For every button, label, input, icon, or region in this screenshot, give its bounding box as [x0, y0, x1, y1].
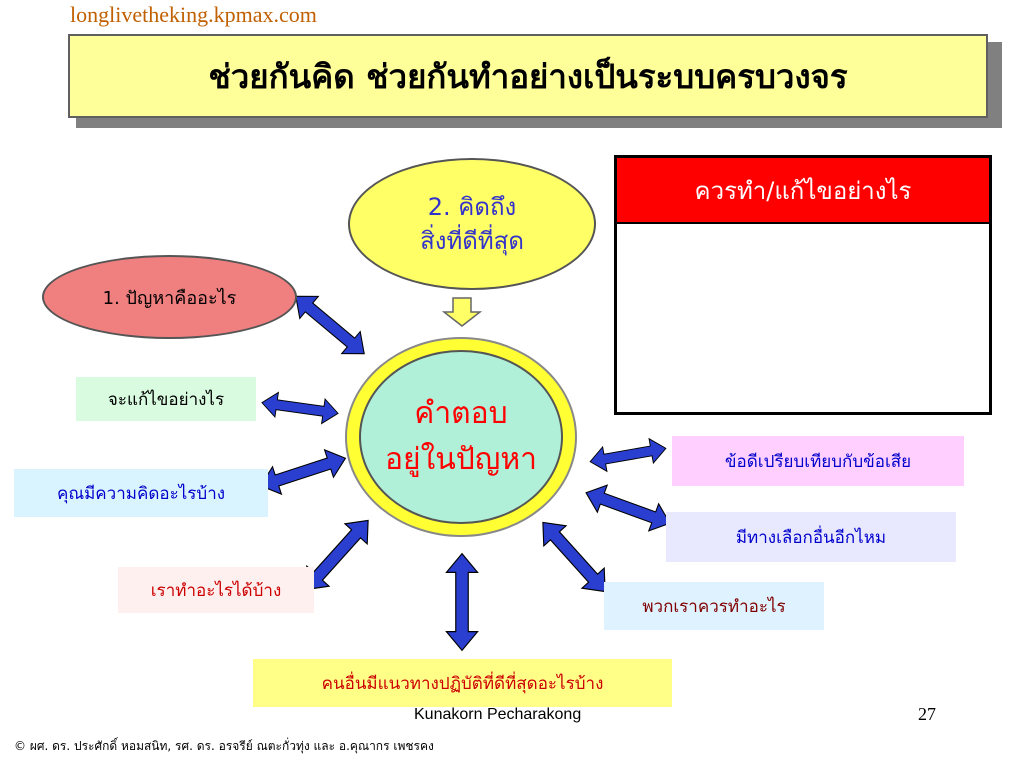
title-box: ช่วยกันคิด ช่วยกันทำอย่างเป็นระบบครบวงจร [68, 34, 988, 118]
arrow-alternatives [580, 478, 676, 538]
page-number: 27 [918, 704, 936, 724]
arrow-solve [259, 389, 341, 427]
problem-oval: 1. ปัญหาคืออะไร [42, 255, 297, 339]
best-label-line2: สิ่งที่ดีที่สุด [420, 227, 524, 255]
what-done-box: เราทำอะไรได้บ้าง [118, 567, 314, 613]
center-label-line2: อยู่ในปัญหา [385, 442, 537, 477]
solve-box: จะแก้ไขอย่างไร [76, 377, 256, 421]
best-label-line1: 2. คิดถึง [427, 193, 517, 221]
center-label-line1: คำตอบ [414, 396, 508, 431]
alternatives-box: มีทางเลือกอื่นอีกไหม [666, 512, 956, 562]
compare-box: ข้อดีเปรียบเทียบกับข้อเสีย [672, 436, 964, 486]
ideas-box: คุณมีความคิดอะไรบ้าง [14, 469, 268, 517]
arrow-problem [286, 284, 374, 366]
author-name: Kunakorn Pecharakong [414, 706, 582, 723]
best-thinking-oval: 2. คิดถึง สิ่งที่ดีที่สุด [348, 158, 596, 290]
site-url: longlivetheking.kpmax.com [70, 2, 317, 27]
slide-title: ช่วยกันคิด ช่วยกันทำอย่างเป็นระบบครบวงจร [208, 56, 848, 96]
problem-label: 1. ปัญหาคืออะไร [102, 287, 237, 309]
arrow-ideas [255, 443, 351, 501]
what-should-box: พวกเราควรทำอะไร [604, 582, 824, 630]
down-arrow [441, 297, 483, 327]
answer-table-header: ควรทำ/แก้ไขอย่างไร [617, 158, 989, 224]
others-best-practice-box: คนอื่นมีแนวทางปฏิบัติที่ดีที่สุดอะไรบ้าง [253, 659, 672, 707]
answer-table: ควรทำ/แก้ไขอย่างไร [614, 155, 992, 415]
arrow-compare [587, 435, 669, 475]
center-circle: คำตอบ อยู่ในปัญหา [359, 350, 563, 524]
copyright-line: © ผศ. ดร. ประศักดิ์ หอมสนิท, รศ. ดร. อรจ… [14, 739, 434, 753]
arrow-others [445, 553, 479, 651]
